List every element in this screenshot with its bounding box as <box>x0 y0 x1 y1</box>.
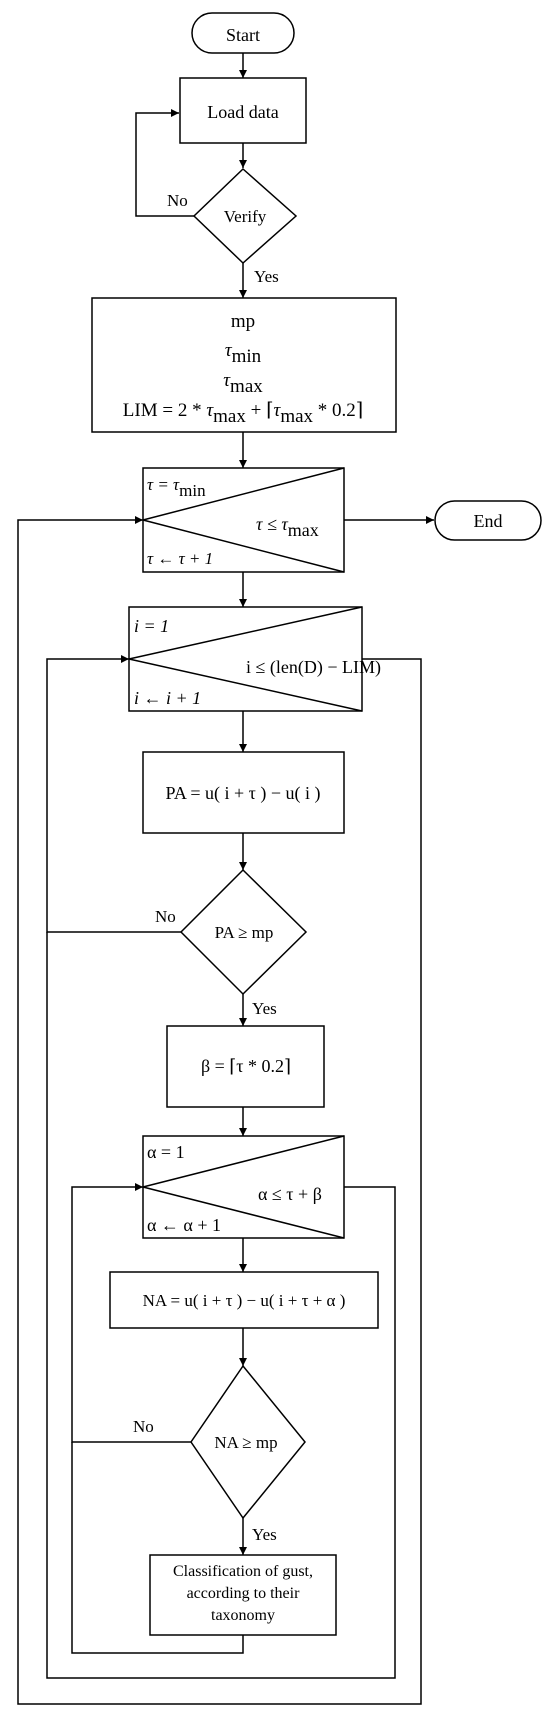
classify-line-1: Classification of gust, <box>173 1563 313 1580</box>
connectors <box>17 53 434 1705</box>
pa-decision-label: PA ≥ mp <box>215 923 274 942</box>
param-mp: mp <box>231 311 255 332</box>
na-yes-label: Yes <box>252 1525 277 1544</box>
edge-loopi-exit <box>17 516 422 1705</box>
end-label: End <box>474 511 503 531</box>
loop-i-init: i = 1 <box>134 616 169 636</box>
verify-yes-label: Yes <box>254 267 279 286</box>
end-terminal: End <box>434 500 542 541</box>
pa-decision: PA ≥ mp <box>179 868 308 996</box>
loop-tau-cond: τ ≤ τmax <box>256 514 319 540</box>
load-data-label: Load data <box>207 102 278 122</box>
na-decision: NA ≥ mp <box>190 1364 306 1520</box>
start-label: Start <box>226 25 260 45</box>
edge-na-no <box>71 1183 191 1443</box>
parameters-process: mp τmin τmax LIM = 2 * τmax + ⌈τmax * 0.… <box>91 297 397 433</box>
start-terminal: Start <box>191 12 295 54</box>
pa-yes-label: Yes <box>252 999 277 1018</box>
na-decision-label: NA ≥ mp <box>214 1433 277 1452</box>
beta-calc-label: β = ⌈τ * 0.2⌉ <box>201 1056 291 1076</box>
classify-line-3: taxonomy <box>211 1607 275 1624</box>
na-calc-label: NA = u( i + τ ) − u( i + τ + α ) <box>143 1291 346 1310</box>
param-tau-min: τmin <box>225 340 262 367</box>
param-lim: LIM = 2 * τmax + ⌈τmax * 0.2⌉ <box>123 400 363 427</box>
verify-decision: Verify <box>192 167 298 265</box>
loop-alpha-step: α ← α + 1 <box>147 1215 221 1235</box>
pa-no-label: No <box>155 907 176 926</box>
loop-tau: τ = τmin τ ≤ τmax τ ← τ + 1 <box>142 467 345 573</box>
pa-process: PA = u( i + τ ) − u( i ) <box>142 751 345 834</box>
loop-i-step: i ← i + 1 <box>134 688 201 708</box>
loop-i-cond: i ≤ (len(D) − LIM) <box>246 657 381 678</box>
verify-no-label: No <box>167 191 188 210</box>
verify-label: Verify <box>224 207 267 226</box>
edge-verify-no <box>135 109 194 217</box>
na-no-label: No <box>133 1417 154 1436</box>
loop-tau-step: τ ← τ + 1 <box>147 549 213 568</box>
edge-classify-return <box>71 1442 244 1654</box>
edge-pa-no <box>46 655 191 933</box>
loop-alpha-cond: α ≤ τ + β <box>258 1184 322 1204</box>
pa-calc-label: PA = u( i + τ ) − u( i ) <box>165 783 320 804</box>
load-data-process: Load data <box>179 77 307 144</box>
na-process: NA = u( i + τ ) − u( i + τ + α ) <box>109 1271 379 1329</box>
loop-alpha: α = 1 α ≤ τ + β α ← α + 1 <box>142 1135 345 1239</box>
edge-loopalpha-exit <box>46 932 396 1679</box>
param-tau-max: τmax <box>223 370 263 397</box>
loop-tau-init: τ = τmin <box>147 475 206 500</box>
loop-i: i = 1 i ≤ (len(D) − LIM) i ← i + 1 <box>128 606 381 712</box>
beta-process: β = ⌈τ * 0.2⌉ <box>166 1025 325 1108</box>
classify-line-2: according to their <box>187 1585 301 1602</box>
classify-process: Classification of gust, according to the… <box>149 1554 337 1636</box>
loop-alpha-init: α = 1 <box>147 1142 185 1162</box>
